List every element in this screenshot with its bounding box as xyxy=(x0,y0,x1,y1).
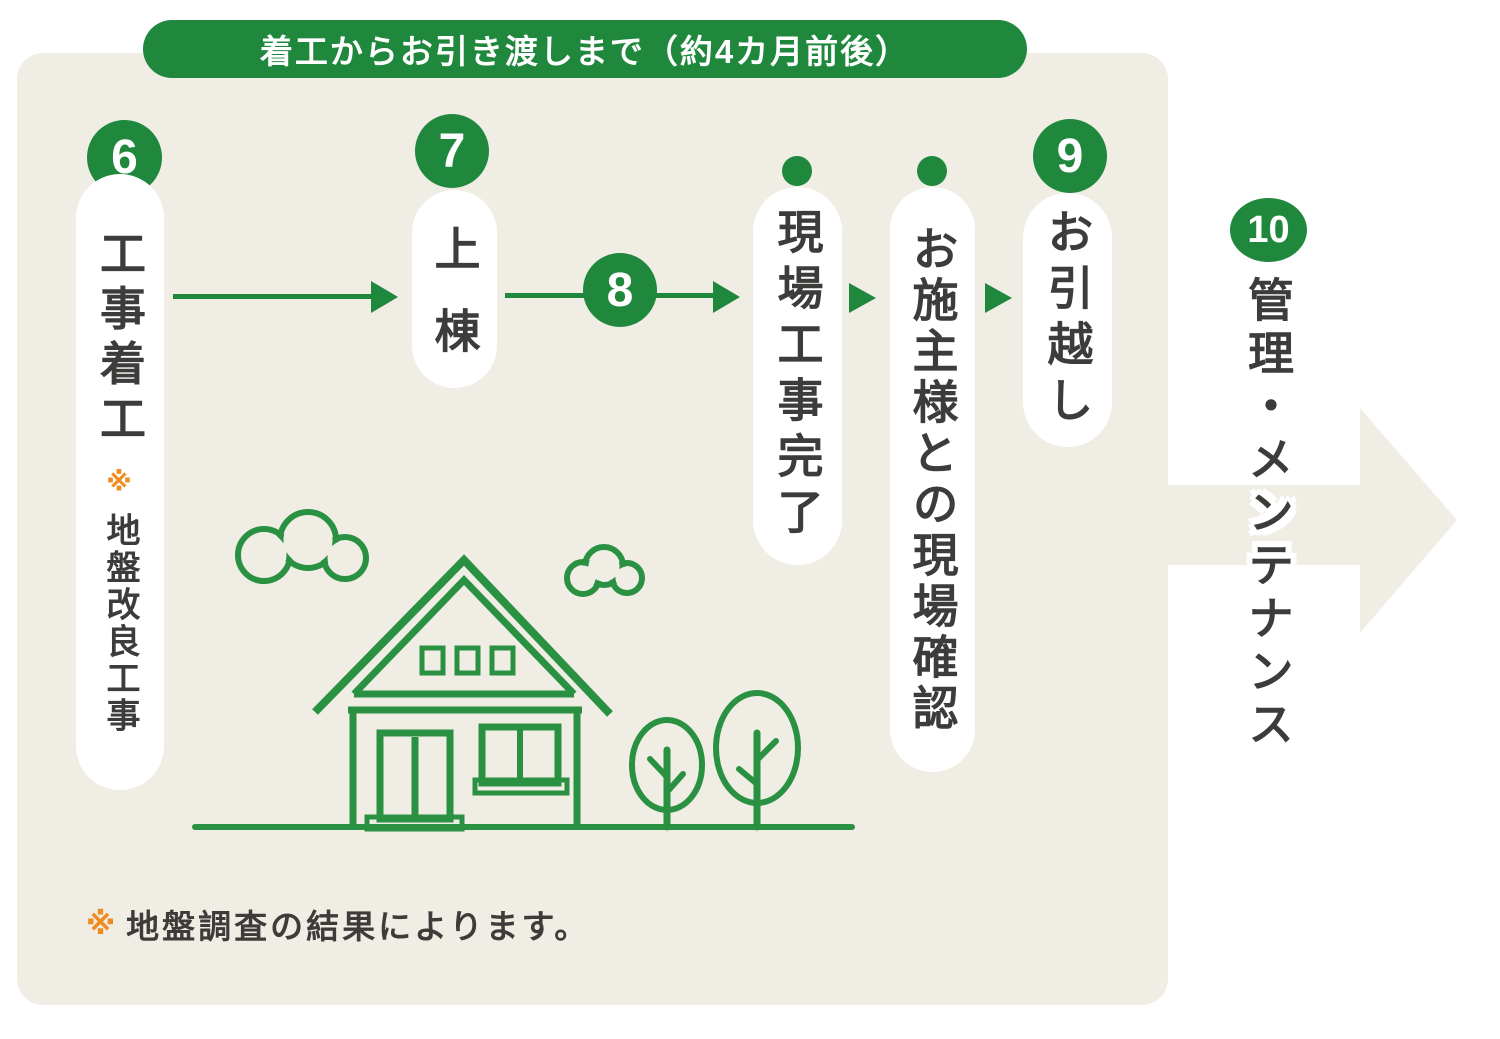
step6-card: 工事着工 ※ 地盤改良工事 xyxy=(76,174,164,790)
step9-title: お引越し xyxy=(1041,208,1094,432)
timeline-panel xyxy=(17,53,1168,1005)
site-complete-card: 現場工事完了 xyxy=(753,187,842,565)
step6-title: 工事着工 xyxy=(94,229,146,450)
site-complete-title: 現場工事完了 xyxy=(771,208,824,544)
owner-check-card: お施主様との現場確認 xyxy=(890,187,975,772)
phase-arrow-icon xyxy=(1120,408,1457,633)
house-walls xyxy=(349,710,581,826)
step8-number-badge: 8 xyxy=(583,253,657,327)
window xyxy=(478,723,562,787)
arrow-site-to-owner-icon xyxy=(849,283,876,313)
step9-number-badge: 9 xyxy=(1033,119,1107,193)
owner-check-dot-icon xyxy=(917,156,947,186)
gable-windows xyxy=(419,645,516,676)
site-complete-dot-icon xyxy=(782,156,812,186)
step10-number: 10 xyxy=(1247,208,1290,251)
step6-text: 工事着工 ※ 地盤改良工事 xyxy=(87,230,153,735)
roof-inner-outline xyxy=(351,574,577,697)
footnote: ※ 地盤調査の結果によります。 xyxy=(86,900,590,948)
header-banner: 着工からお引き渡しまで（約4カ月前後） xyxy=(143,20,1027,78)
step8-number: 8 xyxy=(606,263,634,317)
site-complete-text: 現場工事完了 xyxy=(765,208,831,544)
tree-icon xyxy=(713,690,801,831)
tree-icon xyxy=(629,717,705,831)
owner-check-text: お施主様との現場確認 xyxy=(900,225,966,735)
window-sill xyxy=(472,777,570,796)
arrow-owner-to-step9-icon xyxy=(985,283,1012,313)
step7-title: 上棟 xyxy=(428,225,481,389)
step7-card: 上棟 xyxy=(412,190,497,389)
step10-title: 管理・メンテナンス xyxy=(1242,276,1294,753)
step7-number-badge: 7 xyxy=(415,114,489,188)
step10-number-badge: 10 xyxy=(1230,198,1307,262)
footnote-asterisk: ※ xyxy=(86,907,119,941)
step9-text: お引越し xyxy=(1035,208,1101,432)
step6-note: 地盤改良工事 xyxy=(101,512,139,735)
house-illustration xyxy=(192,509,855,832)
arrow-6-to-7-head-icon xyxy=(371,281,398,313)
step9-card: お引越し xyxy=(1023,193,1112,447)
step9-number: 9 xyxy=(1056,129,1084,183)
step7-text: 上棟 xyxy=(422,225,488,389)
step6-note-asterisk: ※ xyxy=(105,468,135,498)
step7-number: 7 xyxy=(438,124,466,178)
owner-check-title: お施主様との現場確認 xyxy=(906,224,959,735)
header-title: 着工からお引き渡しまで（約4カ月前後） xyxy=(259,33,911,70)
footnote-text: 地盤調査の結果によります。 xyxy=(126,908,591,945)
arrow-6-to-7-line xyxy=(173,294,373,299)
arrow-7-to-site-head-icon xyxy=(713,281,740,313)
roof-outline xyxy=(312,554,613,717)
